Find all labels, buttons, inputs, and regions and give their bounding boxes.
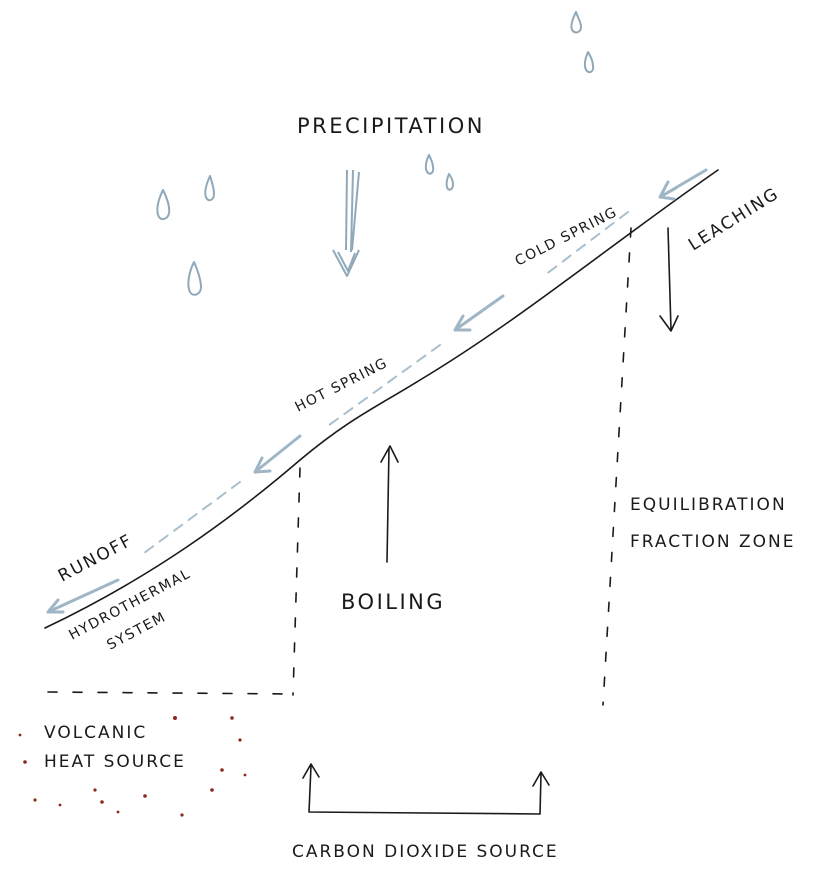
equilibration-zone-boundary — [602, 227, 632, 706]
raindrop-icon — [583, 51, 595, 74]
precipitation-label: PRECIPITATION — [297, 114, 485, 138]
volcanic-label-line2: HEAT SOURCE — [44, 752, 186, 772]
raindrop-icon — [156, 189, 171, 221]
raindrop-icon — [187, 261, 202, 296]
leaching-arrow-icon — [659, 227, 679, 332]
boiling-arrow-icon — [380, 445, 399, 563]
runoff-arrow-icon — [46, 578, 120, 614]
equilibration-label-line2: FRACTION ZONE — [630, 532, 796, 552]
precipitation-arrow-icon — [332, 169, 360, 277]
surface-flow-arrow-icon — [253, 434, 302, 474]
carbon-dioxide-source-label: CARBON DIOXIDE SOURCE — [292, 842, 559, 862]
raindrop-icon — [570, 11, 582, 34]
volcanic-label-line1: VOLCANIC — [44, 723, 147, 743]
boiling-zone-boundary — [292, 467, 301, 696]
heat-source-boundary — [47, 691, 294, 695]
co2-bracket-arrow-icon — [302, 763, 550, 815]
runoff-label: RUNOFF — [55, 530, 137, 586]
boiling-label: BOILING — [341, 590, 445, 614]
rain-drops — [156, 11, 595, 296]
raindrop-icon — [445, 173, 454, 191]
heat-source-dots — [18, 716, 247, 817]
surface-flow-arrow-icon — [658, 168, 708, 201]
surface-flow-arrow-icon — [453, 294, 505, 332]
leaching-label: LEACHING — [685, 184, 783, 256]
equilibration-label-line1: EQUILIBRATION — [630, 495, 787, 515]
surface-flow — [46, 168, 708, 614]
ground-surface-line — [44, 169, 719, 629]
raindrop-icon — [204, 175, 215, 202]
raindrop-icon — [424, 154, 435, 175]
